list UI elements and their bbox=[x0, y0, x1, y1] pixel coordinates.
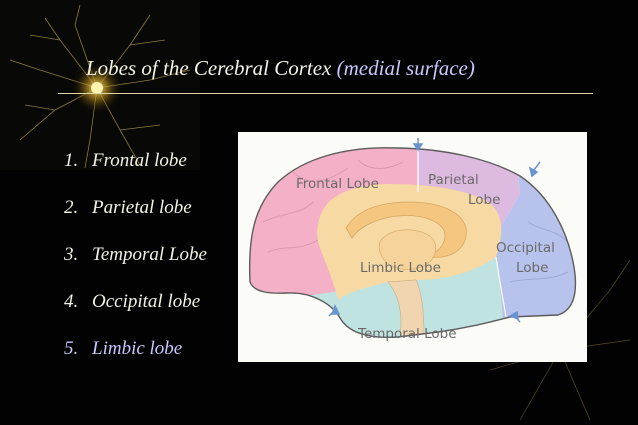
label-temporal-lobe: Temporal Lobe bbox=[358, 326, 457, 342]
slide-title: Lobes of the Cerebral Cortex (medial sur… bbox=[86, 56, 475, 81]
list-label: Parietal lobe bbox=[92, 197, 192, 218]
label-occipital-lobe-line1: Occipital bbox=[496, 240, 555, 256]
list-label: Temporal Lobe bbox=[92, 244, 207, 265]
list-label: Occipital lobe bbox=[92, 291, 201, 312]
list-item-frontal: 1. Frontal lobe bbox=[64, 150, 207, 197]
title-underline bbox=[58, 93, 593, 94]
label-frontal-lobe: Frontal Lobe bbox=[296, 176, 379, 192]
list-item-parietal: 2. Parietal lobe bbox=[64, 197, 207, 244]
list-label: Frontal lobe bbox=[92, 150, 187, 171]
brain-diagram: Frontal Lobe Parietal Lobe Limbic Lobe O… bbox=[238, 132, 587, 362]
neuron-image-top-left bbox=[0, 0, 200, 170]
title-accent: (medial surface) bbox=[336, 56, 475, 80]
list-number: 2. bbox=[64, 197, 79, 218]
label-parietal-lobe-line2: Lobe bbox=[468, 192, 501, 208]
title-main: Lobes of the Cerebral Cortex bbox=[86, 56, 332, 80]
thalamus bbox=[378, 229, 437, 270]
corpus-callosum bbox=[345, 201, 467, 259]
list-item-occipital: 4. Occipital lobe bbox=[64, 291, 207, 338]
list-number: 3. bbox=[64, 244, 79, 265]
lobe-list: 1. Frontal lobe 2. Parietal lobe 3. Tempora… bbox=[64, 150, 207, 385]
list-number: 5. bbox=[64, 338, 79, 359]
list-number: 4. bbox=[64, 291, 79, 312]
list-label: Limbic lobe bbox=[92, 338, 183, 359]
brain-illustration bbox=[248, 138, 577, 339]
label-parietal-lobe-line1: Parietal bbox=[428, 172, 479, 188]
list-number: 1. bbox=[64, 150, 79, 171]
list-item-temporal: 3. Temporal Lobe bbox=[64, 244, 207, 291]
marker-arrow-top-right bbox=[533, 161, 541, 171]
list-item-limbic: 5. Limbic lobe bbox=[64, 338, 207, 385]
label-limbic-lobe: Limbic Lobe bbox=[360, 260, 441, 276]
label-occipital-lobe-line2: Lobe bbox=[516, 260, 549, 276]
